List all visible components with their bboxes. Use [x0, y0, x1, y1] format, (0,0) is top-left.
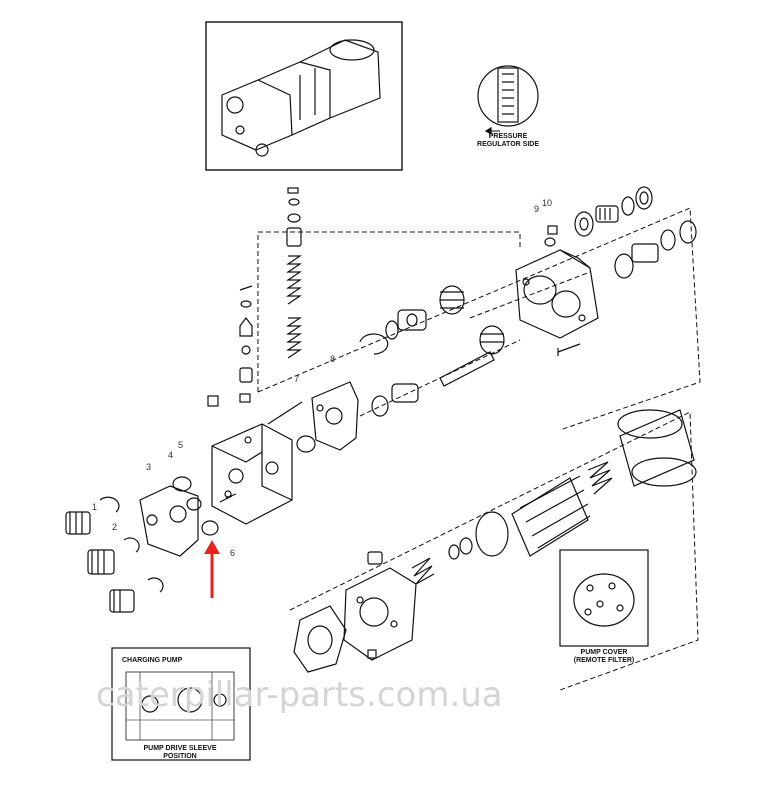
- seal-ring: [296, 435, 316, 453]
- inset-pump-cover: [559, 549, 649, 647]
- gasket: [311, 381, 359, 451]
- regulator-caption-2: REGULATOR SIDE: [477, 141, 539, 148]
- filter-element: [511, 475, 591, 557]
- red-pointer-arrow: [204, 540, 220, 598]
- inset-regulator: [477, 65, 539, 136]
- inset-pump-assembly: [205, 21, 403, 171]
- bearing-ring: [574, 211, 594, 237]
- drive-sleeve-caption-2: POSITION: [163, 753, 196, 760]
- gear-b: [87, 549, 115, 575]
- needle-bearing: [595, 205, 619, 223]
- callout-7: 7: [294, 374, 299, 384]
- bearing-ring: [385, 320, 399, 340]
- assembly-lines: [257, 207, 701, 691]
- o-ring-6: [201, 520, 219, 536]
- callout-10: 10: [542, 198, 552, 208]
- callout-5: 5: [178, 440, 183, 450]
- gear-c: [109, 589, 135, 613]
- callout-8: 8: [330, 354, 335, 364]
- o-ring: [172, 476, 192, 492]
- watermark: caterpillar-parts.com.ua: [96, 675, 503, 715]
- snap-ring: [123, 537, 140, 553]
- snap-ring: [147, 577, 164, 593]
- pinion-shaft: [439, 325, 505, 387]
- callout-2: 2: [112, 522, 117, 532]
- regulator-caption-1: PRESSURE: [489, 133, 528, 140]
- small-parts-column: [207, 285, 253, 407]
- bearing-ring: [660, 229, 676, 251]
- washer: [448, 544, 460, 560]
- callout-9: 9: [534, 204, 539, 214]
- washer: [544, 237, 556, 247]
- plate: [139, 485, 199, 557]
- bearing: [397, 309, 427, 331]
- bearing-ring: [371, 395, 389, 417]
- o-ring: [186, 497, 202, 511]
- filter-spring: [587, 461, 613, 495]
- needle-bearing: [631, 243, 659, 263]
- spring: [411, 557, 435, 585]
- gear-a: [65, 511, 91, 535]
- filter-can: [617, 409, 697, 487]
- callout-4: 4: [168, 450, 173, 460]
- pump-cover-caption-2: (REMOTE FILTER): [574, 657, 635, 664]
- nut: [547, 225, 558, 235]
- drive-sleeve-caption-1: PUMP DRIVE SLEEVE: [143, 745, 216, 752]
- callout-1: 1: [92, 502, 97, 512]
- bearing-ring: [621, 196, 635, 216]
- drive-gear: [439, 285, 465, 315]
- pump-body: [211, 423, 293, 525]
- bearing-ring: [614, 253, 634, 279]
- spring: [219, 493, 237, 503]
- pump-cover: [343, 567, 417, 661]
- pump-cover-caption-1: PUMP COVER: [581, 649, 628, 656]
- bearing: [391, 383, 419, 403]
- valve-stack: [267, 187, 303, 425]
- callout-6: 6: [230, 548, 235, 558]
- retaining-ring: [359, 333, 389, 355]
- snap-ring: [99, 496, 120, 513]
- bearing-ring: [679, 220, 697, 244]
- inset-charging-pump: [111, 647, 251, 761]
- filter-seal: [475, 511, 509, 557]
- pump-housing: [515, 249, 599, 339]
- plug: [367, 551, 383, 565]
- washer: [459, 537, 473, 555]
- charging-pump-title: CHARGING PUMP: [122, 657, 183, 664]
- cover-gasket: [293, 605, 347, 673]
- callout-3: 3: [146, 462, 151, 472]
- bearing-ring: [635, 186, 653, 210]
- bolt: [557, 343, 581, 356]
